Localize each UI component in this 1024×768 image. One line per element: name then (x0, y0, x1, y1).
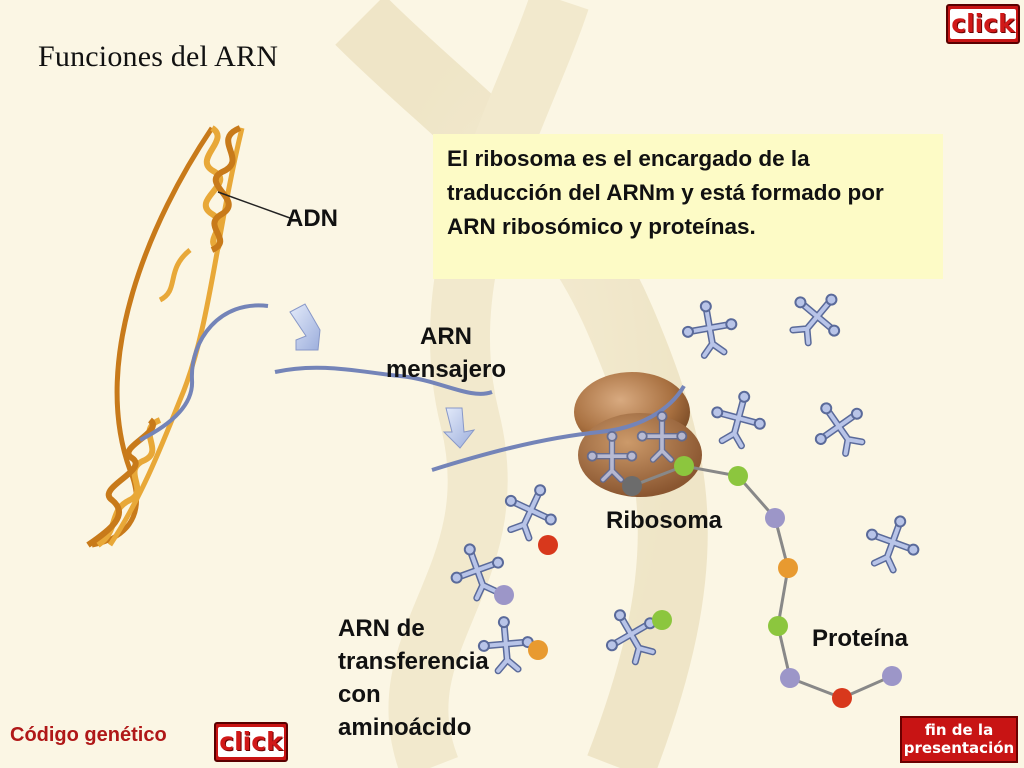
free-trna (858, 508, 927, 576)
mrna-in-dna (139, 303, 269, 442)
ribosome (431, 372, 702, 497)
trna-with-aminoacid (443, 536, 514, 605)
mrna-label-line2: mensajero (385, 356, 507, 383)
messenger-rna-strand (274, 365, 493, 396)
end-presentation-line2: presentación (903, 739, 1015, 757)
arrow-icon (442, 407, 476, 449)
slide-title: Funciones del ARN (38, 40, 279, 73)
end-presentation-button[interactable]: fin de la presentación (900, 716, 1018, 763)
trna-label: ARN de transferencia con aminoácido (338, 612, 489, 744)
ribosome-info-box: El ribosoma es el encargado de la traduc… (433, 134, 943, 279)
click-button-bottom[interactable]: click (214, 722, 288, 762)
dna-helix (86, 125, 245, 548)
end-presentation-line1: fin de la (924, 721, 994, 739)
free-trna (706, 385, 772, 450)
click-button-bottom-label: click (218, 727, 284, 757)
ribosome-label: Ribosoma (606, 507, 723, 534)
protein-label: Proteína (812, 625, 909, 652)
free-trna (780, 278, 855, 353)
trna-label-line3: con (338, 681, 381, 708)
click-button-top-label: click (950, 9, 1016, 39)
trna-label-line4: aminoácido (338, 714, 472, 741)
adn-label: ADN (286, 205, 338, 232)
adn-pointer-line (217, 191, 291, 219)
background-helix (335, 0, 708, 768)
free-trna (801, 389, 876, 463)
trna-label-line2: transferencia (338, 648, 489, 675)
protein-chain (622, 456, 902, 708)
click-button-top[interactable]: click (946, 4, 1020, 44)
mrna-label-line1: ARN (420, 323, 472, 350)
arrow-icon (289, 303, 321, 351)
free-trna (678, 297, 740, 359)
codigo-genetico-link[interactable]: Código genético (10, 724, 167, 746)
trna-with-aminoacid (594, 597, 672, 670)
mrna-label: ARN mensajero (372, 320, 520, 386)
trna-label-line1: ARN de (338, 615, 425, 642)
trna-with-aminoacid (477, 615, 548, 673)
trna-with-aminoacid (495, 474, 566, 555)
